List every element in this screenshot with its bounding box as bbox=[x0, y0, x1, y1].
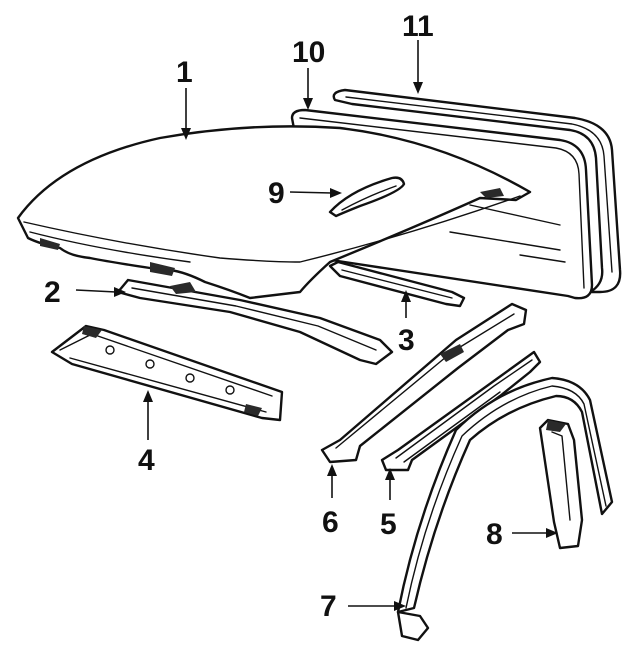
callout-1: 1 bbox=[176, 56, 193, 89]
callout-2: 2 bbox=[44, 276, 61, 309]
callout-5: 5 bbox=[380, 508, 397, 541]
callout-3: 3 bbox=[398, 324, 415, 357]
leader-lines bbox=[75, 40, 558, 611]
part-5-roof-side-rail-outer bbox=[380, 350, 542, 472]
part-9-roof-channel bbox=[328, 176, 406, 218]
part-6-roof-side-rail-inner bbox=[320, 302, 528, 464]
callout-labels: 1 2 3 4 5 6 7 8 9 10 11 bbox=[44, 10, 503, 623]
part-8-quarter-seal bbox=[538, 418, 584, 550]
part-1-roof-panel bbox=[16, 125, 532, 300]
part-3-side-rail bbox=[328, 260, 466, 308]
callout-10: 10 bbox=[292, 36, 325, 69]
part-11-back-window-weatherstrip bbox=[332, 88, 622, 294]
part-7-quarter-weatherstrip bbox=[396, 376, 614, 642]
part-4-rear-header bbox=[50, 324, 284, 422]
callout-11: 11 bbox=[402, 10, 434, 43]
callout-4: 4 bbox=[138, 444, 155, 477]
part-2-front-reinforcement bbox=[116, 278, 394, 366]
callout-9: 9 bbox=[268, 177, 285, 210]
callout-8: 8 bbox=[486, 518, 503, 551]
callout-7: 7 bbox=[320, 590, 337, 623]
callout-6: 6 bbox=[322, 506, 339, 539]
